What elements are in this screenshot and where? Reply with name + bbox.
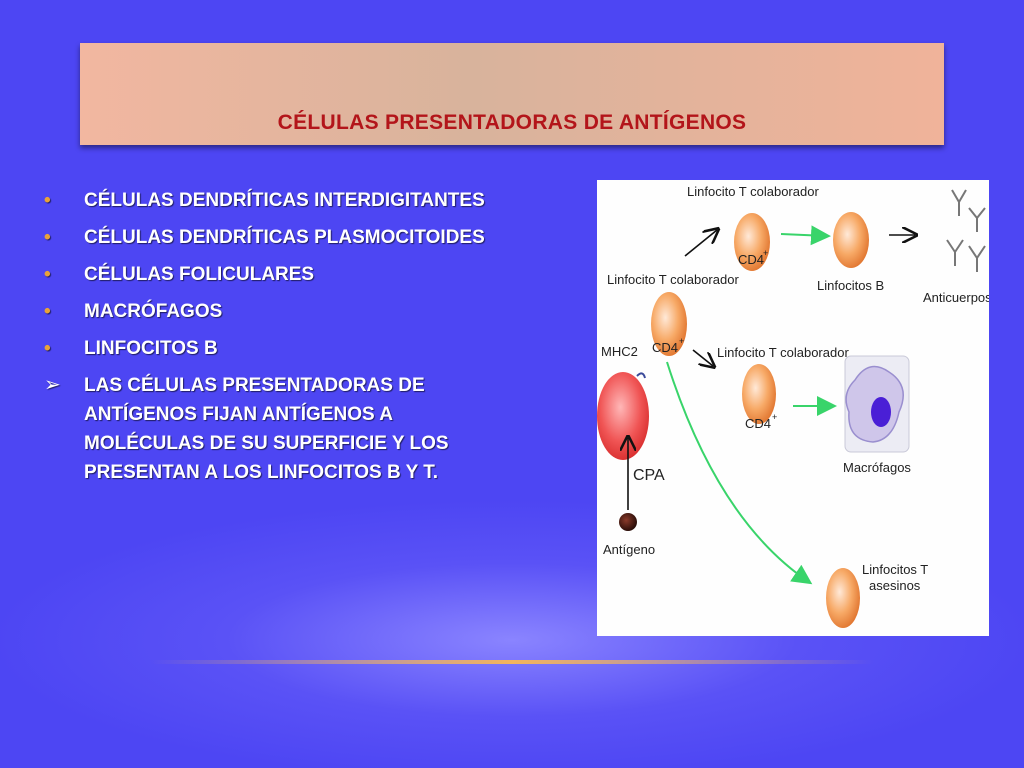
bullet-text: MACRÓFAGOS [84, 301, 223, 322]
label-cd4-left-sup: + [679, 336, 684, 346]
bullet-marker: • [44, 190, 51, 211]
bullet-marker: • [44, 301, 51, 322]
apc-diagram-svg: Linfocito T colaborador Linfocito T cola… [597, 184, 992, 628]
label-cd4-mid: CD4 [745, 416, 771, 431]
label-t-helper-top: Linfocito T colaborador [687, 184, 819, 199]
label-linfocitos-b: Linfocitos B [817, 278, 884, 293]
arrow-bullet-item: ➢ LAS CÉLULAS PRESENTADORAS DE ANTÍGENOS … [44, 371, 514, 487]
apc-cell [597, 372, 649, 460]
bullet-item: • CÉLULAS DENDRÍTICAS PLASMOCITOIDES [44, 223, 514, 252]
macrophage-nucleus [871, 397, 891, 427]
arrow-to-b-cell [780, 225, 831, 246]
slide-title: CÉLULAS PRESENTADORAS DE ANTÍGENOS [277, 111, 747, 134]
mhc2-receptor-icon [636, 372, 646, 379]
t-helper-cell-left [651, 292, 687, 356]
bullet-marker: • [44, 338, 51, 359]
bullet-list: • CÉLULAS DENDRÍTICAS INTERDIGITANTES • CÉ… [44, 186, 514, 495]
label-mhc2: MHC2 [601, 344, 638, 359]
label-cd4-top: CD4 [738, 252, 764, 267]
killer-t-cell [826, 568, 860, 628]
arrow-to-t-helper-mid [692, 349, 713, 366]
bullet-text: CÉLULAS DENDRÍTICAS PLASMOCITOIDES [84, 227, 485, 248]
bullet-item: • CÉLULAS DENDRÍTICAS INTERDIGITANTES [44, 186, 514, 215]
label-t-helper-mid: Linfocito T colaborador [717, 345, 849, 360]
label-t-helper-left: Linfocito T colaborador [607, 272, 739, 287]
bullet-text: LINFOCITOS B [84, 338, 218, 359]
label-antigeno: Antígeno [603, 542, 655, 557]
label-cd4-mid-sup: + [772, 412, 777, 422]
bullet-text: CÉLULAS FOLICULARES [84, 264, 315, 285]
bullet-marker: • [44, 264, 51, 285]
label-cd4-left: CD4 [652, 340, 678, 355]
title-box: CÉLULAS PRESENTADORAS DE ANTÍGENOS [80, 43, 944, 145]
bullet-text: LAS CÉLULAS PRESENTADORAS DE ANTÍGENOS F… [84, 375, 449, 483]
t-helper-cell-top [734, 213, 770, 271]
antigen-particle [619, 513, 637, 531]
label-cd4-top-sup: + [763, 248, 768, 258]
label-cpa: CPA [633, 467, 665, 484]
label-killer-line1: Linfocitos T [862, 562, 928, 577]
label-killer-line2: asesinos [869, 578, 921, 593]
arrow-bullet-icon: ➢ [44, 374, 61, 396]
b-cell [833, 212, 869, 268]
bullet-item: • CÉLULAS FOLICULARES [44, 260, 514, 289]
arrow-to-killer-t [666, 361, 813, 585]
label-anticuerpos: Anticuerpos [923, 290, 989, 305]
apc-diagram: Linfocito T colaborador Linfocito T cola… [597, 180, 992, 636]
bullet-item: • MACRÓFAGOS [44, 297, 514, 326]
arrow-to-t-helper-top [684, 230, 717, 257]
t-helper-cell-mid [742, 364, 776, 424]
label-macrofagos: Macrófagos [843, 460, 911, 475]
bullet-marker: • [44, 227, 51, 248]
bullet-text: CÉLULAS DENDRÍTICAS INTERDIGITANTES [84, 190, 485, 211]
antibody-icon [946, 189, 986, 272]
bullet-item: • LINFOCITOS B [44, 334, 514, 363]
decorative-divider [150, 660, 874, 664]
